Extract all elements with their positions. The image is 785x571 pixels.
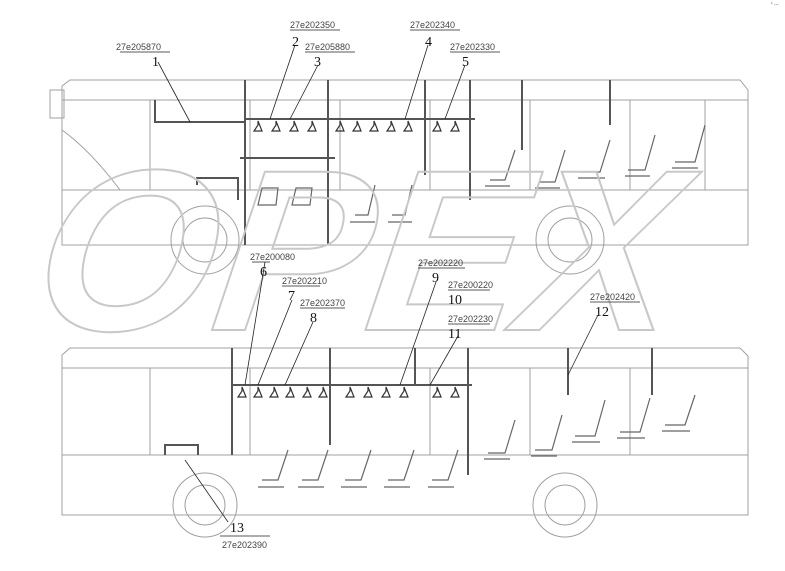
part-code: 27e205870	[116, 42, 161, 52]
callout-number: 11	[448, 327, 461, 342]
hand-straps-bottom	[236, 386, 460, 398]
seats-top	[257, 124, 706, 223]
bus-wheels-bottom	[172, 472, 598, 538]
part-code: 27e200080	[250, 252, 295, 262]
watermark: OPEX	[22, 122, 709, 379]
part-code: 27e202210	[282, 276, 327, 286]
callout-labels: 1 27e205870 2 27e202350 3 27e205880 4 27…	[116, 20, 635, 550]
part-code: 27e202330	[450, 42, 495, 52]
part-code: 27e200220	[448, 280, 493, 290]
part-code: 27e202220	[418, 258, 463, 268]
part-code: 27e202390	[222, 540, 267, 550]
handrails-top	[154, 80, 611, 245]
bus-body-bottom	[61, 347, 749, 516]
bus-body-top	[49, 79, 749, 246]
seats-bottom	[258, 394, 696, 488]
bus-wheels-top	[170, 205, 605, 275]
handrails-bottom	[164, 348, 653, 475]
callout-number: 9	[432, 271, 439, 286]
part-code: 27e202340	[410, 20, 455, 30]
callout-number: 8	[310, 311, 317, 326]
callout-number: 3	[314, 55, 321, 70]
callout-number: 5	[462, 55, 469, 70]
part-code: 27e202370	[300, 298, 345, 308]
callout-number: 6	[260, 265, 267, 280]
callout-number: 7	[288, 289, 295, 304]
corner-mark: ° ---	[770, 2, 779, 8]
callout-number: 10	[448, 293, 462, 308]
callout-number: 2	[292, 35, 299, 50]
hand-straps-top	[252, 120, 460, 132]
callout-number: 4	[425, 35, 432, 50]
part-code: 27e202230	[448, 314, 493, 324]
callout-number: 1	[152, 55, 159, 70]
callouts	[120, 29, 640, 537]
callout-number: 13	[230, 521, 244, 536]
part-code: 27e202420	[590, 292, 635, 302]
part-code: 27e202350	[290, 20, 335, 30]
callout-number: 12	[595, 305, 609, 320]
part-code: 27e205880	[305, 42, 350, 52]
